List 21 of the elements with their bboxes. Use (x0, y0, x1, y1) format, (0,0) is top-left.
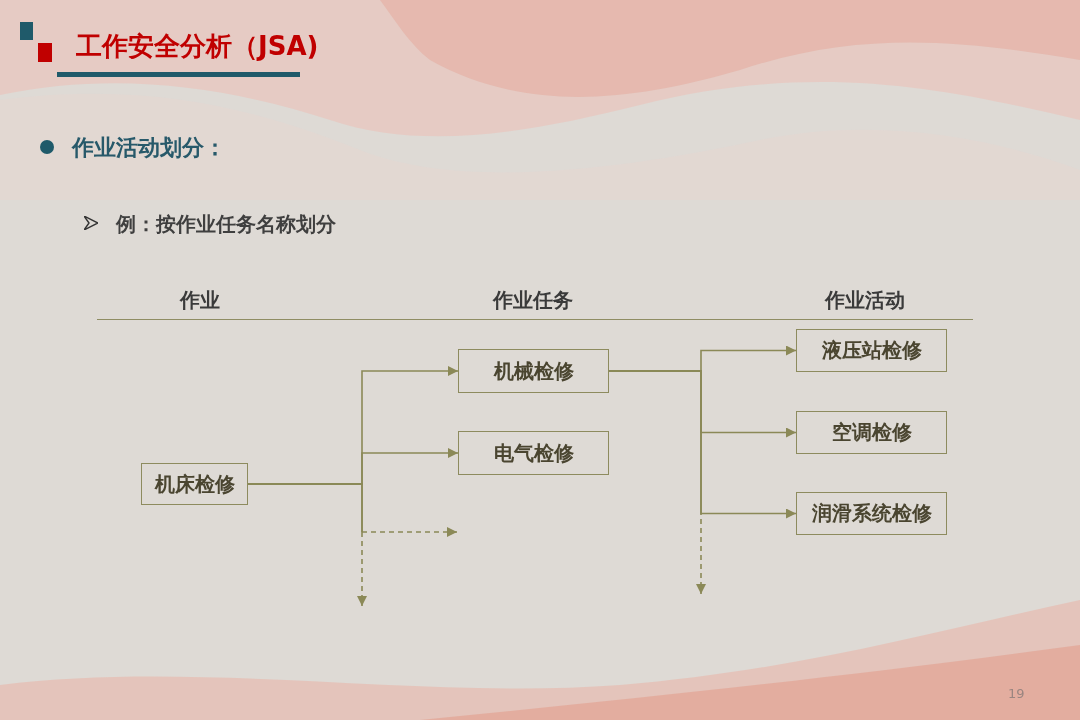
slide-title: 工作安全分析（JSA) (76, 33, 319, 59)
column-header: 作业任务 (493, 288, 573, 312)
process-box (796, 492, 947, 535)
box-text: 空调检修 (831, 420, 912, 445)
process-box (458, 431, 609, 475)
box-text: 润滑系统检修 (811, 501, 932, 526)
sub-point-text: 例：按作业任务名称划分 (116, 212, 336, 236)
bullet-heading: 作业活动划分： (72, 135, 226, 160)
box-text: 机械检修 (493, 358, 574, 384)
process-box (796, 329, 947, 372)
process-box (796, 411, 947, 454)
dashed-arrow (608, 370, 706, 595)
box-text: 液压站检修 (821, 338, 922, 363)
page-number: 19 (1008, 686, 1025, 701)
box-text: 电气检修 (493, 440, 574, 466)
column-header: 作业活动 (825, 288, 905, 312)
column-header: 作业 (180, 288, 220, 312)
box-text: 机床检修 (154, 471, 235, 497)
process-box (458, 349, 609, 393)
dashed-arrow (247, 483, 367, 607)
process-box (141, 463, 248, 505)
